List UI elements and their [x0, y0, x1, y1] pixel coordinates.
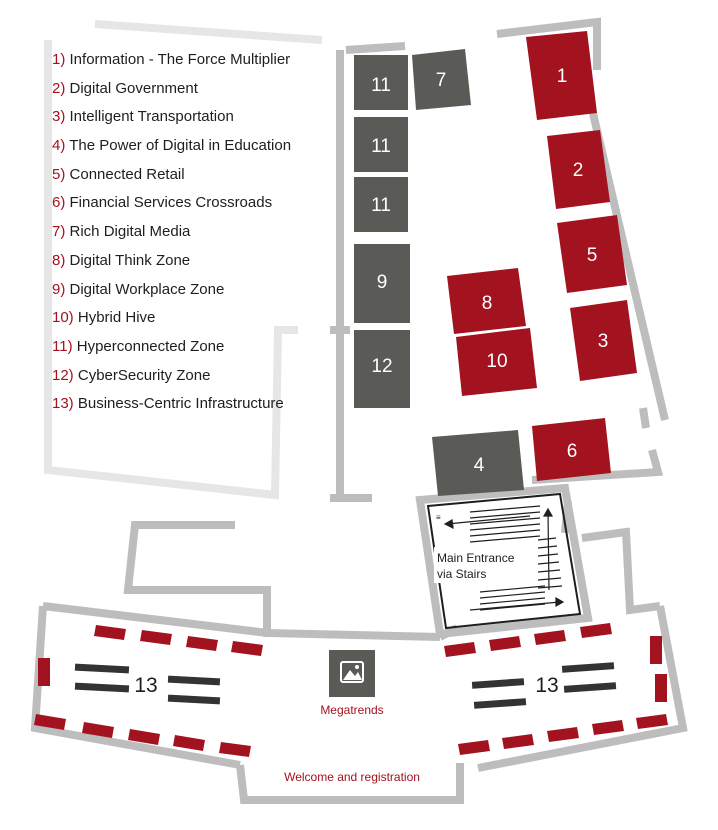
- legend-number: 1): [52, 51, 66, 68]
- legend-item: 3) Intelligent Transportation: [52, 107, 291, 136]
- welcome-label: Welcome and registration: [284, 770, 420, 784]
- zone-13-right-benches: [471, 662, 617, 709]
- legend-text: Digital Think Zone: [69, 251, 191, 269]
- light-walls: [44, 20, 323, 500]
- zone-1[interactable]: 1: [526, 31, 597, 120]
- zone-12[interactable]: 12: [354, 330, 410, 408]
- legend-number: 12): [52, 366, 74, 384]
- legend-number: 2): [52, 79, 66, 97]
- legend-text: The Power of Digital in Education: [69, 137, 292, 155]
- zone-2[interactable]: 2: [547, 130, 610, 209]
- legend-item: 1) Information - The Force Multiplier: [52, 50, 291, 79]
- zone-11-middle-label: 11: [371, 136, 391, 157]
- legend-text: Digital Workplace Zone: [69, 280, 225, 298]
- zone-2-label: 2: [573, 160, 584, 181]
- legend-number: 13): [52, 395, 74, 413]
- legend-number: 8): [52, 251, 66, 269]
- legend-item: 6) Financial Services Crossroads: [52, 193, 291, 222]
- zone-13-right-label: 13: [535, 674, 558, 697]
- legend-text: Connected Retail: [69, 165, 185, 183]
- zone-13-left-label: 13: [134, 674, 157, 697]
- megatrends-label: Megatrends: [320, 703, 383, 717]
- zone-13-left-booths: [34, 625, 263, 757]
- zone-8-label: 8: [482, 293, 493, 314]
- zone-9[interactable]: 9: [354, 244, 410, 323]
- image-icon: [340, 661, 364, 683]
- zone-3[interactable]: 3: [570, 300, 637, 381]
- zone-13-right-booths: [444, 623, 668, 755]
- legend-item: 2) Digital Government: [52, 79, 291, 108]
- legend-number: 3): [52, 108, 66, 126]
- zone-6-label: 6: [567, 441, 578, 462]
- legend-number: 6): [52, 194, 66, 212]
- stair-mark: ≡: [436, 513, 441, 522]
- legend-text: Rich Digital Media: [69, 223, 191, 241]
- zone-11-lower[interactable]: 11: [354, 177, 408, 232]
- legend-text: Intelligent Transportation: [69, 108, 234, 126]
- legend-item: 7) Rich Digital Media: [52, 222, 291, 251]
- zone-3-label: 3: [598, 331, 609, 352]
- legend-text: Financial Services Crossroads: [69, 194, 273, 212]
- legend-number: 11): [52, 337, 73, 355]
- legend-item: 4) The Power of Digital in Education: [52, 136, 291, 165]
- legend-text: CyberSecurity Zone: [77, 366, 211, 384]
- zone-7[interactable]: 7: [412, 49, 471, 110]
- zone-5[interactable]: 5: [557, 215, 627, 293]
- zone-5-label: 5: [587, 245, 598, 266]
- zone-13-left-benches: [74, 663, 221, 705]
- zone-11-middle[interactable]: 11: [354, 117, 408, 172]
- legend-number: 9): [52, 280, 66, 298]
- legend-number: 4): [52, 137, 66, 155]
- legend-text: Hyperconnected Zone: [76, 337, 225, 355]
- zone-4-label: 4: [474, 455, 485, 476]
- legend-item: 10) Hybrid Hive: [52, 308, 291, 337]
- welcome-registration-area[interactable]: Welcome and registration: [284, 770, 420, 784]
- legend-text: Business-Centric Infrastructure: [77, 395, 284, 413]
- zone-6[interactable]: 6: [532, 418, 611, 481]
- entrance-label-line2: via Stairs: [437, 567, 486, 581]
- legend-text: Information - The Force Multiplier: [69, 51, 291, 68]
- zone-10[interactable]: 10: [456, 328, 537, 396]
- zone-4[interactable]: 4: [432, 430, 524, 496]
- entrance-label-bg: [434, 547, 526, 583]
- main-entrance-stairs: ≡ Main Entrance via Stairs: [415, 483, 593, 639]
- legend-item: 8) Digital Think Zone: [52, 251, 291, 280]
- legend-number: 7): [52, 223, 66, 241]
- megatrends-area[interactable]: Megatrends: [320, 650, 384, 717]
- legend-number: 10): [52, 309, 74, 327]
- zone-11-lower-label: 11: [371, 195, 391, 216]
- legend-text: Digital Government: [69, 79, 198, 97]
- zone-7-label: 7: [436, 70, 447, 91]
- zone-12-label: 12: [371, 356, 392, 377]
- legend-item: 5) Connected Retail: [52, 165, 291, 194]
- legend-item: 9) Digital Workplace Zone: [52, 280, 291, 309]
- legend-item: 13) Business-Centric Infrastructure: [52, 394, 291, 423]
- zone-11-top-label: 11: [371, 75, 391, 96]
- legend-item: 12) CyberSecurity Zone: [52, 366, 291, 395]
- stair-arrows: [443, 507, 565, 611]
- zone-8[interactable]: 8: [447, 268, 526, 334]
- legend-text: Hybrid Hive: [77, 309, 156, 327]
- entrance-label-line1: Main Entrance: [437, 551, 515, 565]
- legend-item: 11) Hyperconnected Zone: [52, 337, 291, 366]
- zone-1-label: 1: [557, 66, 568, 87]
- zone-11-top[interactable]: 11: [354, 55, 408, 110]
- legend-number: 5): [52, 165, 66, 183]
- zone-9-label: 9: [377, 272, 388, 293]
- zone-10-label: 10: [486, 351, 507, 372]
